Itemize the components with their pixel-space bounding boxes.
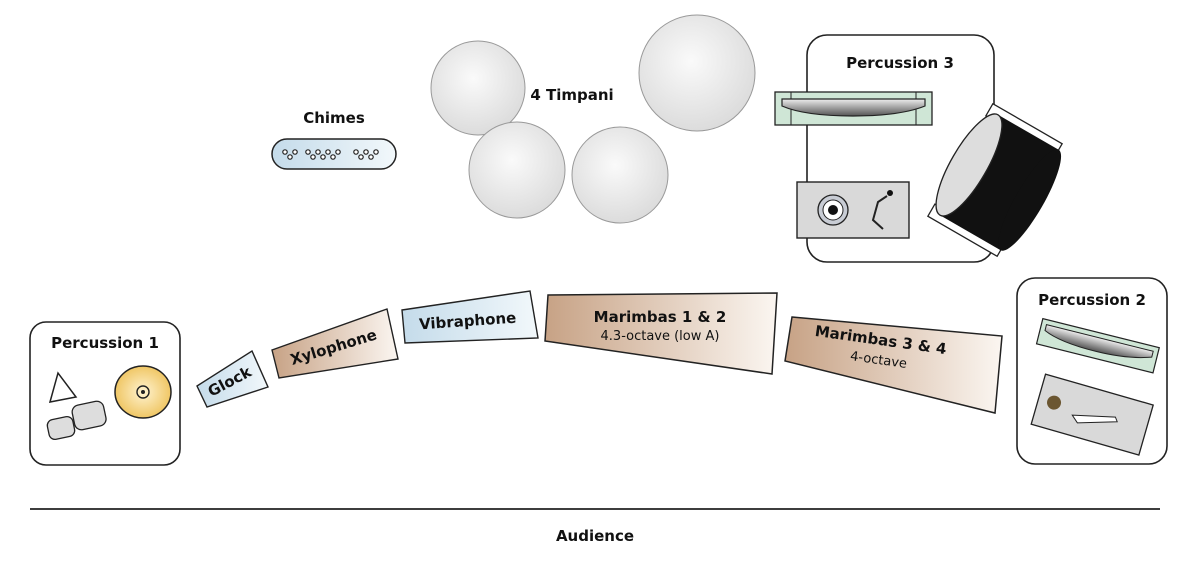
audience-label: Audience: [556, 527, 634, 545]
glock-instrument: Glock: [196, 349, 269, 408]
timpani-label: 4 Timpani: [530, 86, 613, 104]
percussion-1-station: Percussion 1: [29, 321, 181, 466]
bar-chimes-rack-icon: [774, 91, 933, 126]
percussion-2-label: Percussion 2: [1038, 291, 1146, 309]
marimbas-3-4-instrument: Marimbas 3 & 4 4-octave: [784, 316, 1003, 414]
percussion-2-station: Percussion 2: [1016, 277, 1168, 465]
accessory-table: [1030, 373, 1154, 456]
chimes-instrument: Chimes: [271, 109, 397, 170]
vibraphone-instrument: Vibraphone: [401, 290, 539, 344]
timpani-drum: [430, 40, 526, 136]
slapstick-icon: [1071, 414, 1118, 424]
chimes-label: Chimes: [303, 109, 365, 127]
shaker-icon: [1047, 395, 1062, 410]
triangle-icon: [48, 371, 78, 403]
timpani-drum: [638, 14, 756, 132]
bar-chimes-rack-icon: [1035, 317, 1161, 374]
marimbas-1-2-instrument: Marimbas 1 & 2 4.3-octave (low A): [544, 292, 778, 375]
pedal-icon: [871, 195, 888, 230]
trap-table: [796, 181, 910, 239]
cymbal-icon: [114, 365, 172, 419]
xylophone-instrument: Xylophone: [271, 308, 399, 379]
marimbas-1-2-detail: 4.3-octave (low A): [601, 329, 720, 344]
marimbas-1-2-label: Marimbas 1 & 2: [594, 308, 727, 326]
block-icon: [71, 400, 107, 431]
timpani-drum: [468, 121, 566, 219]
percussion-1-label: Percussion 1: [51, 334, 159, 352]
block-icon: [46, 415, 76, 441]
percussion-3-label: Percussion 3: [846, 54, 954, 72]
timpani-group: 4 Timpani: [430, 14, 756, 224]
percussion-3-station: Percussion 3: [774, 34, 1064, 263]
timpani-drum: [571, 126, 669, 224]
bass-drum-icon: [926, 102, 1064, 258]
